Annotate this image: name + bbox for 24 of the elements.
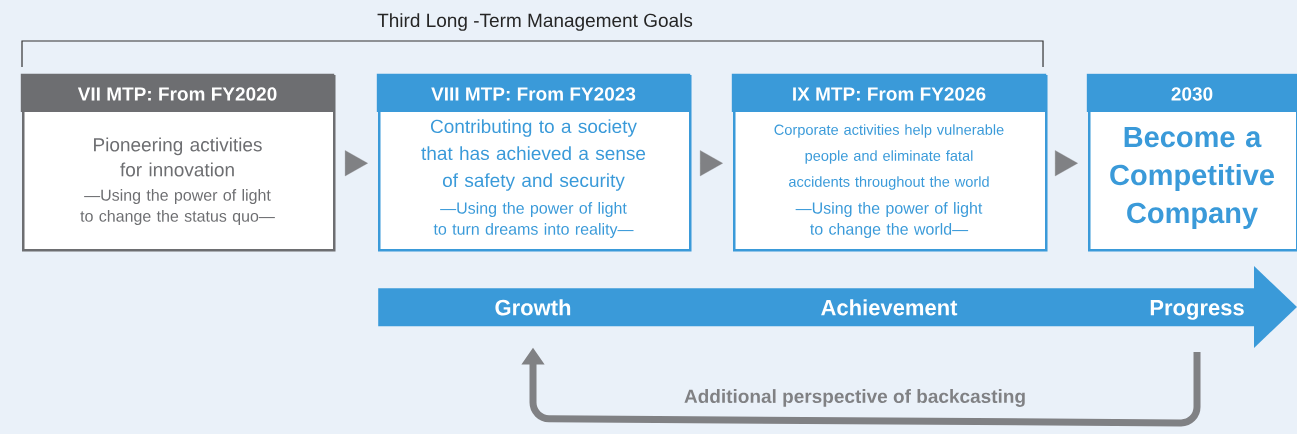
goal-box: [731, 73, 1048, 252]
goal-box: [20, 73, 336, 252]
header-label: VII MTP: From FY2020: [77, 87, 277, 101]
goal-text: Corporate activities help vulnerable people and eliminate fatal accidents throughout the world: [774, 124, 1004, 190]
goal-box: [376, 73, 692, 252]
goal-box: [1086, 73, 1297, 252]
goal-text: Pioneering activities for innovation: [94, 137, 262, 177]
chevron-arrow: [344, 150, 368, 177]
header-label: 2030: [1171, 87, 1213, 101]
header-label: IX MTP: From FY2026: [793, 87, 986, 101]
timeline-arrow: [378, 266, 1297, 348]
chevron-arrow: [699, 150, 723, 177]
tagline-text: —Using the power of light to change the world—: [795, 202, 983, 238]
phase-label: Growth: [495, 299, 571, 316]
phase-label: Progress: [1150, 300, 1244, 320]
tagline-text: —Using the power of light to change the status quo—: [80, 189, 275, 225]
edge-label: Additional perspective of backcasting: [681, 387, 1029, 409]
chevron-arrow: [1054, 150, 1078, 177]
tagline-text: —Using the power of light to turn dreams into reality—: [433, 202, 634, 238]
phase-label: Achievement: [821, 299, 958, 316]
goal-text: Become a Competitive Company: [1110, 127, 1274, 229]
title: Third Long -Term Management Goals: [377, 13, 693, 31]
goal-text: Contributing to a society that has achieved a sense of safety and security: [421, 119, 646, 191]
header-label: VIII MTP: From FY2023: [431, 87, 636, 101]
